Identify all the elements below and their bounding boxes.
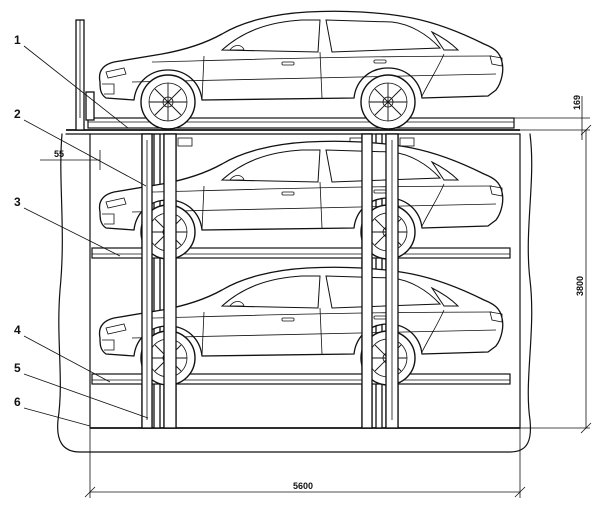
car-upper (98, 10, 504, 130)
callout-3: 3 (14, 195, 21, 209)
callout-1: 1 (14, 33, 21, 47)
dim-height-label: 3800 (575, 276, 585, 296)
callout-6: 6 (14, 395, 21, 409)
callout-leaders (23, 45, 149, 427)
callout-4: 4 (14, 323, 21, 337)
dim-top-offset-label: 169 (572, 95, 582, 110)
dim-side-offset: 55 (40, 149, 101, 170)
callout-5: 5 (14, 361, 21, 375)
dim-width-label: 5600 (293, 481, 313, 491)
dim-height: 3800 (520, 124, 592, 434)
callout-2: 2 (14, 107, 21, 121)
lift-posts-front (141, 133, 399, 429)
dim-width: 5600 (84, 428, 526, 498)
dim-top-offset: 169 (512, 95, 590, 140)
dim-side-offset-label: 55 (54, 149, 64, 159)
